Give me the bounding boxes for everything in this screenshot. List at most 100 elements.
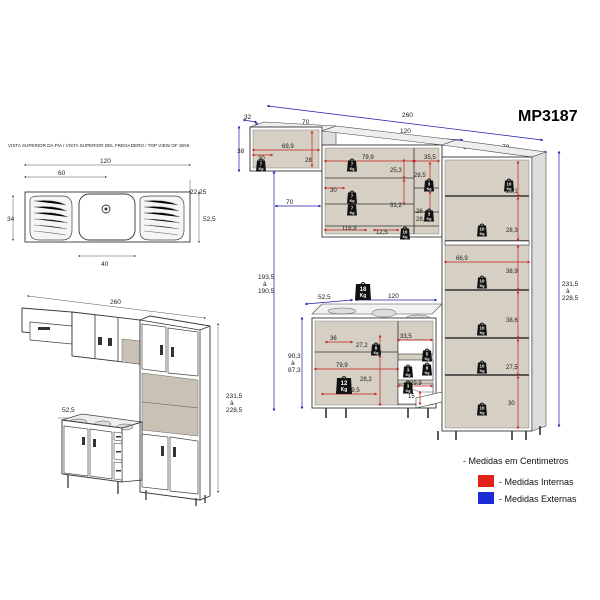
load-badge-text: 7 — [351, 194, 354, 199]
load-badge-text: Kg — [341, 387, 348, 393]
load-badge: 3Kg — [403, 380, 413, 394]
load-badge-text: Kg — [406, 373, 411, 377]
svg-text:69,9: 69,9 — [282, 144, 294, 150]
persp-handle — [38, 327, 50, 330]
sink-inner-depth-label: 34 — [7, 216, 15, 223]
svg-text:15: 15 — [408, 394, 415, 400]
svg-text:228,5: 228,5 — [562, 295, 579, 302]
load-badge: 8Kg — [371, 342, 381, 356]
load-badge: 7Kg — [347, 202, 357, 216]
load-badge-text: Kg — [480, 284, 485, 288]
svg-text:28,3: 28,3 — [506, 228, 518, 234]
svg-text:38,6: 38,6 — [506, 318, 518, 324]
tower-height-label: 231,5 — [562, 281, 579, 288]
load-badge-text: Kg — [350, 199, 355, 203]
legend-external: - Medidas Externas — [499, 494, 577, 504]
load-badge-text: Kg — [480, 232, 485, 236]
upper-depth-label: 32 — [244, 114, 252, 121]
load-badge-text: Kg — [374, 351, 379, 355]
upper-offset-label: 70 — [286, 199, 294, 206]
sink-top-view: VISTA SUPERIOR DA PIA / VISTA SUPERIOR D… — [7, 143, 216, 268]
legend: - Medidas em Centimetros - Medidas Inter… — [463, 456, 577, 504]
svg-text:30: 30 — [508, 401, 515, 407]
svg-text:35,5: 35,5 — [424, 155, 436, 161]
svg-text:29,9: 29,9 — [410, 381, 422, 387]
svg-text:66,9: 66,9 — [456, 256, 468, 262]
dim-persp-width — [27, 295, 206, 319]
legend-internal-swatch — [478, 475, 494, 487]
svg-text:31,2: 31,2 — [390, 203, 402, 209]
load-badge-text: 10 — [480, 279, 485, 284]
load-badge: 8Kg — [422, 362, 432, 376]
load-badge-text: 3 — [428, 182, 431, 187]
svg-text:à: à — [263, 281, 267, 288]
svg-text:28: 28 — [305, 158, 312, 164]
svg-text:25,3: 25,3 — [390, 168, 402, 174]
sink-width-label: 120 — [100, 158, 111, 165]
front-view: 260 32 70 120 70 38 70 — [237, 104, 579, 440]
base-sink-width-label: 120 — [388, 293, 399, 300]
load-badge: 7Kg — [347, 190, 357, 204]
load-badge-text: Kg — [480, 331, 485, 335]
sink-depth-label: 52,5 — [203, 216, 216, 223]
sink-bowl — [78, 193, 136, 241]
svg-text:38,9: 38,9 — [506, 269, 518, 275]
load-badge: 3Kg — [403, 364, 413, 378]
svg-text:27,5: 27,5 — [506, 365, 518, 371]
load-badge-text: 3 — [407, 384, 410, 389]
persp-aerial-left-door — [29, 321, 73, 345]
load-badge-text: 3 — [407, 368, 410, 373]
load-badge-text: Kg — [425, 371, 430, 375]
svg-text:87,3: 87,3 — [288, 367, 301, 374]
svg-text:33,5: 33,5 — [400, 334, 412, 340]
base-sink-depth-label: 52,5 — [318, 294, 331, 301]
wall-height-label: 193,5 — [258, 274, 275, 281]
svg-text:26: 26 — [416, 209, 423, 215]
load-badge-text: Kg — [427, 217, 432, 221]
load-badge-text: Kg — [480, 369, 485, 373]
sink-view-title: VISTA SUPERIOR DA PIA / VISTA SUPERIOR D… — [8, 143, 191, 148]
svg-text:28,5: 28,5 — [414, 173, 426, 179]
load-badge-text: 5 — [426, 352, 429, 357]
front-feet — [325, 408, 541, 440]
load-badge-text: 10 — [480, 364, 485, 369]
svg-text:79,9: 79,9 — [336, 363, 348, 369]
svg-text:12,5: 12,5 — [376, 230, 388, 236]
drain-center — [104, 207, 108, 211]
svg-text:116,9: 116,9 — [342, 226, 357, 232]
load-badge-text: 10 — [507, 182, 512, 187]
left-drainboard-ribs — [33, 200, 69, 236]
sink-left-label: 60 — [58, 170, 66, 177]
svg-text:27,2: 27,2 — [356, 343, 368, 349]
persp-feet — [67, 475, 206, 506]
right-drainboard-ribs — [143, 200, 181, 236]
svg-text:à: à — [291, 360, 295, 367]
legend-external-swatch — [478, 492, 494, 504]
load-badge: 3Kg — [424, 208, 434, 222]
load-badge-text: Kg — [350, 211, 355, 215]
load-badge-text: Kg — [259, 167, 264, 171]
svg-text:79,9: 79,9 — [362, 155, 374, 161]
svg-text:190,5: 190,5 — [258, 288, 275, 295]
svg-text:28,2: 28,2 — [360, 377, 372, 383]
load-badge: 7Kg — [347, 158, 357, 172]
svg-text:28,1: 28,1 — [506, 189, 518, 195]
upper-mid-width-label: 120 — [400, 128, 411, 135]
perspective-view: 260 — [21, 295, 243, 506]
upper-left-width-label: 70 — [302, 119, 310, 126]
svg-text:36: 36 — [330, 336, 337, 342]
load-badge: 7Kg — [256, 158, 266, 172]
total-width-label: 260 — [402, 112, 413, 119]
load-badge-text: 10 — [480, 406, 485, 411]
load-badge-text: 12 — [341, 381, 348, 387]
persp-sink-depth-label: 52,5 — [62, 407, 75, 414]
